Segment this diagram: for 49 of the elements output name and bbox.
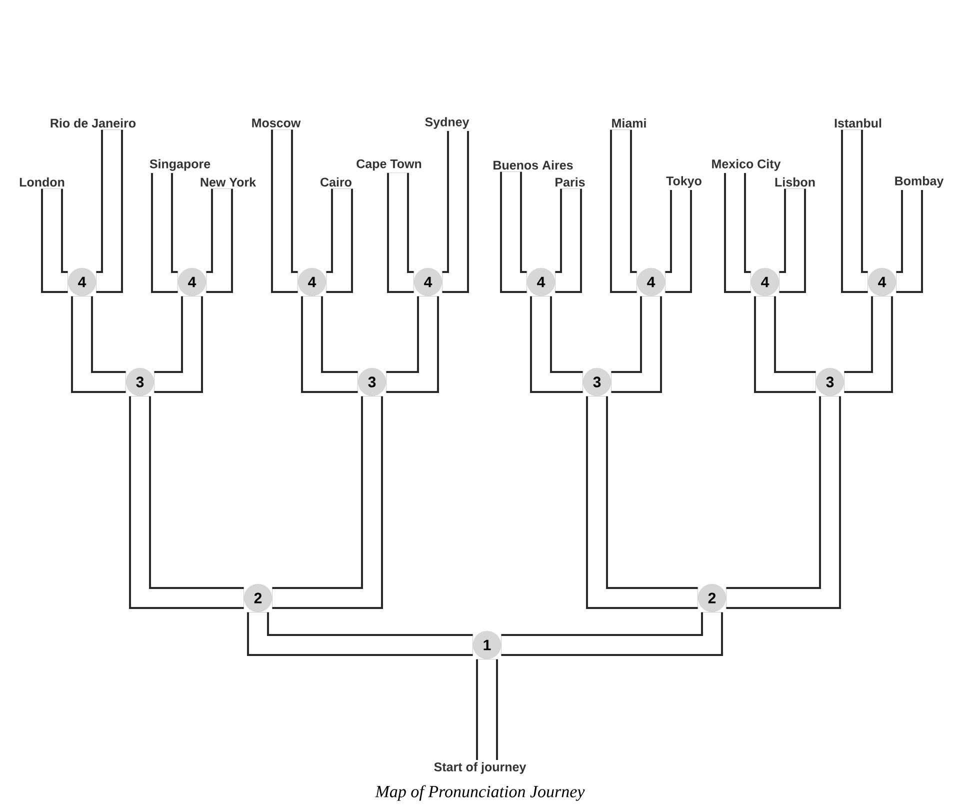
road <box>586 396 698 609</box>
road <box>844 296 893 393</box>
place-label: Miami <box>612 118 646 128</box>
road <box>272 396 383 609</box>
road <box>301 296 358 393</box>
place-label: Sydney <box>425 117 470 129</box>
place-label: London <box>20 177 64 187</box>
road <box>387 172 414 293</box>
road <box>726 396 841 609</box>
place-label: Tokyo <box>666 176 702 188</box>
place-label: Cape Town <box>356 159 422 171</box>
road <box>500 172 527 293</box>
place-label: Cairo <box>320 177 352 187</box>
road <box>151 173 178 293</box>
road <box>555 188 582 293</box>
road <box>71 296 126 393</box>
road <box>247 612 473 656</box>
road <box>326 188 353 293</box>
place-label: Paris <box>556 177 585 187</box>
place-label: Rio de Janeiro <box>50 118 136 128</box>
road <box>611 296 662 393</box>
road <box>610 130 637 293</box>
place-label: Start of journey <box>434 762 526 774</box>
road <box>724 173 751 293</box>
road <box>442 131 469 293</box>
road <box>96 130 123 293</box>
place-label: Mexico City <box>712 159 781 171</box>
road <box>476 659 498 760</box>
road <box>665 190 692 293</box>
road <box>501 612 723 656</box>
road <box>841 130 868 293</box>
road <box>271 130 298 293</box>
place-label: Singapore <box>150 159 210 171</box>
place-label: New York <box>200 177 256 187</box>
road <box>41 188 68 293</box>
place-label: Buenos Aires <box>494 160 573 170</box>
caption: Map of Pronunciation Journey <box>375 785 585 801</box>
place-label: Istanbul <box>834 118 882 128</box>
road <box>754 296 816 393</box>
place-label: Moscow <box>252 118 301 128</box>
place-label: Bombay <box>895 176 944 188</box>
road <box>386 296 439 393</box>
road <box>779 188 806 293</box>
road <box>530 296 583 393</box>
road <box>129 396 244 609</box>
road <box>206 188 233 293</box>
road <box>154 296 203 393</box>
place-label: Lisbon <box>775 177 815 187</box>
road <box>896 190 923 293</box>
